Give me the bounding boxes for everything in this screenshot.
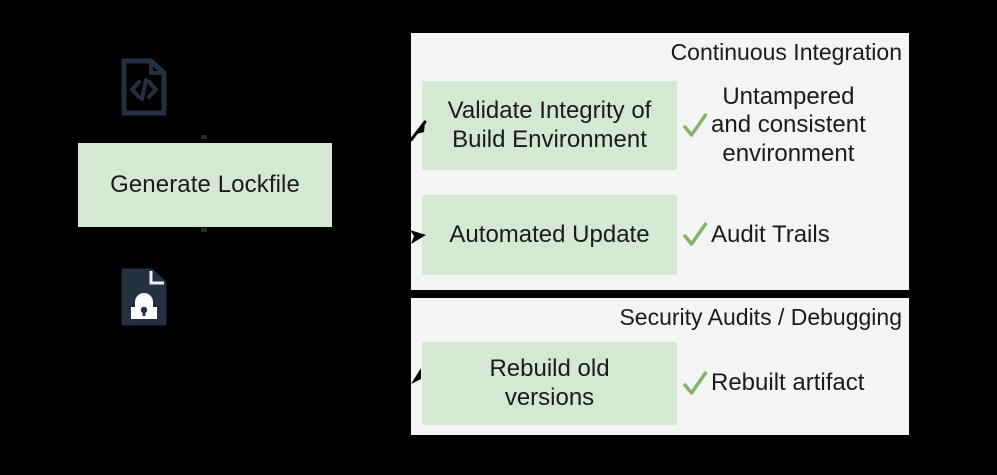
panel-continuous-integration: Continuous Integration Validate Integrit…	[411, 33, 909, 290]
outcome-untampered-environment-label: Untampered and consistent environment	[711, 83, 866, 167]
panel-security-audits-debugging: Security Audits / Debugging Rebuild old …	[411, 298, 909, 435]
check-icon	[681, 368, 709, 400]
connector-stub-bottom	[201, 228, 207, 232]
panel-title-continuous-integration: Continuous Integration	[670, 39, 902, 65]
outcome-rebuilt-artifact: Rebuilt artifact	[681, 342, 903, 425]
task-box-validate-integrity[interactable]: Validate Integrity of Build Environment	[422, 81, 677, 170]
check-icon	[681, 219, 709, 251]
task-box-automated-update[interactable]: Automated Update	[422, 195, 677, 275]
task-box-rebuild-old-versions[interactable]: Rebuild old versions	[422, 342, 677, 425]
arrowhead-right-automated-update	[408, 226, 428, 248]
generate-lockfile-box[interactable]: Generate Lockfile	[78, 143, 332, 227]
code-file-icon	[121, 58, 167, 116]
outcome-audit-trails-label: Audit Trails	[711, 220, 830, 248]
panel-title-security-audits-debugging: Security Audits / Debugging	[619, 304, 902, 330]
arrowhead-up-right-validate	[408, 120, 428, 142]
connector-stub-top	[201, 135, 207, 139]
generate-lockfile-label: Generate Lockfile	[110, 171, 300, 199]
task-box-automated-update-label: Automated Update	[449, 220, 650, 248]
check-icon	[681, 110, 709, 142]
lock-file-icon	[121, 268, 167, 326]
outcome-untampered-environment: Untampered and consistent environment	[681, 81, 899, 170]
arrowhead-up-right-rebuild	[408, 366, 428, 388]
outcome-rebuilt-artifact-label: Rebuilt artifact	[711, 369, 865, 397]
task-box-validate-integrity-label: Validate Integrity of Build Environment	[447, 97, 652, 153]
outcome-audit-trails: Audit Trails	[681, 195, 899, 275]
task-box-rebuild-old-versions-label: Rebuild old versions	[489, 355, 610, 411]
